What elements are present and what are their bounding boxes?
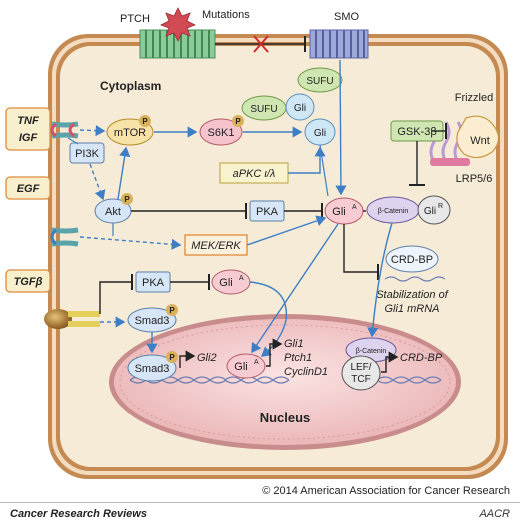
- journal-name: Cancer Research Reviews: [10, 508, 147, 520]
- mutations-label: Mutations: [202, 9, 250, 21]
- tnf-igf-receptor: [50, 121, 79, 139]
- igf-label: IGF: [19, 132, 38, 144]
- pka-bottom-node: PKA: [135, 271, 171, 293]
- s6k1-label: S6K1: [208, 127, 235, 139]
- glir-label: Gli: [424, 206, 436, 217]
- footer-divider: [0, 502, 520, 503]
- svg-text:P: P: [169, 353, 175, 362]
- lef-label: LEF/: [350, 362, 371, 373]
- ptch-label: PTCH: [120, 13, 150, 25]
- gsk3b-node: GSK-3β: [390, 120, 444, 142]
- apkc-label: aPKC ι/λ: [233, 168, 276, 180]
- crdbp-node: CRD-BP: [384, 245, 446, 282]
- tnf-igf-box: TNF IGF: [5, 107, 51, 151]
- sufu-top-node: SUFU: [297, 67, 343, 93]
- gli-complex-label: Gli: [294, 103, 306, 114]
- tcf-label: TCF: [351, 374, 370, 385]
- egf-box: EGF: [5, 176, 51, 200]
- glia-main-sup: A: [352, 204, 357, 211]
- glia-main-label: Gli: [332, 206, 345, 218]
- svg-text:P: P: [235, 117, 241, 126]
- aacr-logo: AACR: [478, 508, 510, 520]
- glia-low-sup: A: [239, 275, 244, 282]
- sufu-mid-label: SUFU: [250, 104, 277, 115]
- egf-label: EGF: [17, 183, 40, 195]
- wnt-label: Wnt: [470, 135, 490, 147]
- copyright-text: © 2014 American Association for Cancer R…: [262, 485, 510, 497]
- pi3k-label: PI3K: [75, 148, 100, 160]
- cytoplasm-label: Cytoplasm: [100, 79, 161, 93]
- ptch-smo-inhibition: [215, 35, 306, 53]
- mutation-star-icon: [160, 7, 196, 42]
- pathway-edges: [67, 59, 447, 373]
- tgfb-box: TGFβ: [5, 269, 51, 293]
- pka-top-node: PKA: [249, 200, 285, 222]
- nucleus-label: Nucleus: [260, 410, 311, 425]
- mtor-label: mTOR: [114, 127, 146, 139]
- crdbp-label: CRD-BP: [391, 254, 433, 266]
- smad3-cyto-node: Smad3: [127, 307, 177, 333]
- smad3-nuc-node: Smad3: [127, 354, 177, 382]
- crdbp-gene-label: CRD-BP: [400, 352, 443, 364]
- glir-sup: R: [438, 203, 443, 210]
- akt-label: Akt: [105, 206, 121, 218]
- pka-bottom-label: PKA: [142, 277, 165, 289]
- lrp-label: LRP5/6: [456, 173, 493, 185]
- wnt-ligand: Wnt: [456, 115, 500, 159]
- akt-node: Akt: [94, 198, 132, 224]
- cyclind1-gene-label: CyclinD1: [284, 366, 328, 378]
- s6k1-node: S6K1: [199, 118, 243, 146]
- stabilization-line1: Stabilization of: [376, 289, 448, 301]
- lef-tcf-complex: β-Catenin LEF/ TCF: [341, 337, 397, 391]
- smad3-nuc-label: Smad3: [135, 363, 170, 375]
- ptch1-gene-label: Ptch1: [284, 352, 312, 364]
- glia-main-node: Gli A: [324, 197, 364, 225]
- svg-text:P: P: [124, 195, 130, 204]
- bcat-glir-complex: β-Catenin Gli R: [366, 195, 451, 225]
- dna-strand-middle: [224, 376, 290, 384]
- bcat-nuc-label: β-Catenin: [356, 348, 387, 355]
- gli1-gene-label: Gli1: [284, 338, 304, 350]
- smo-receptor: [309, 29, 369, 59]
- bcat-label: β-Catenin: [378, 208, 409, 215]
- svg-text:P: P: [169, 306, 175, 315]
- tgfb-receptor: [44, 309, 100, 329]
- apkc-box: aPKC ι/λ: [219, 162, 289, 184]
- glia-nuc-node: Gli A: [226, 353, 266, 379]
- glia-nuc-sup: A: [254, 359, 259, 366]
- tgfb-label: TGFβ: [14, 276, 43, 288]
- sufu-gli-complex: SUFU Gli: [241, 93, 315, 121]
- mekerk-label: MEK/ERK: [191, 240, 241, 252]
- frizzled-label: Frizzled: [455, 92, 494, 104]
- gli-node: Gli: [304, 118, 336, 146]
- sufu-top-label: SUFU: [306, 76, 333, 87]
- glia-low-node: Gli A: [211, 269, 251, 295]
- glia-nuc-label: Gli: [234, 361, 247, 373]
- phosphate-markers: P P P P P: [121, 115, 244, 363]
- pka-top-label: PKA: [256, 206, 279, 218]
- stabilization-line2: Gli1 mRNA: [384, 303, 439, 315]
- nucleus: Nucleus: [109, 314, 461, 450]
- mekerk-box: MEK/ERK: [184, 234, 248, 256]
- smo-label: SMO: [334, 11, 360, 23]
- glia-low-label: Gli: [219, 277, 232, 289]
- svg-text:P: P: [142, 117, 148, 126]
- smad3-cyto-label: Smad3: [135, 315, 170, 327]
- tnf-label: TNF: [17, 115, 39, 127]
- gsk3b-label: GSK-3β: [397, 126, 436, 138]
- pi3k-node: PI3K: [69, 142, 105, 164]
- egf-receptor: [50, 227, 79, 247]
- gli-label: Gli: [314, 128, 326, 139]
- gli2-gene-label: Gli2: [197, 352, 217, 364]
